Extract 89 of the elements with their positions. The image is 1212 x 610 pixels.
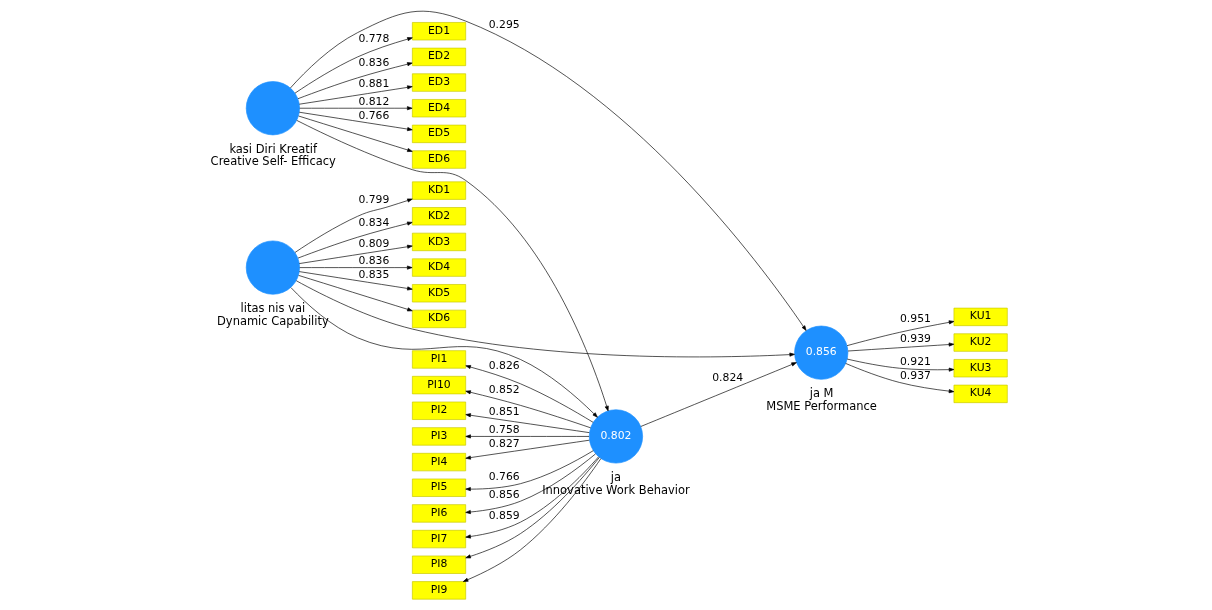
arrow xyxy=(847,342,954,352)
arrow xyxy=(297,115,413,152)
node-label: ja M xyxy=(809,385,833,400)
arrow xyxy=(294,37,413,94)
edge-label: 0.778 xyxy=(357,31,389,45)
arrow xyxy=(465,365,593,423)
node-label: litas nis vai xyxy=(240,300,305,315)
node-box: KU3 xyxy=(953,359,1008,378)
edge-label: 0.859 xyxy=(488,508,520,522)
arrow xyxy=(298,271,413,291)
node-box: ED6 xyxy=(411,150,466,169)
arrow xyxy=(298,85,413,105)
arrow xyxy=(464,439,590,460)
edge-label: 0.826 xyxy=(488,358,520,372)
node-circle xyxy=(245,240,300,295)
arrow xyxy=(846,320,954,346)
node-box: PI4 xyxy=(411,452,466,472)
edge-label: 0.951 xyxy=(899,312,931,326)
arrow xyxy=(289,10,806,331)
node-box: PI2 xyxy=(411,401,466,420)
node-label: ja xyxy=(610,469,621,484)
node-box: KD6 xyxy=(411,309,466,329)
node-box: PI1 xyxy=(411,350,466,369)
arrow xyxy=(297,62,413,100)
node-box: PI9 xyxy=(411,581,466,600)
arrow xyxy=(462,458,601,582)
arrow xyxy=(295,120,609,412)
node-box: ED1 xyxy=(411,22,466,41)
edge-label: 0.836 xyxy=(357,254,389,268)
node-box: KU2 xyxy=(953,333,1008,352)
arrow xyxy=(640,362,797,427)
edge-label: 0.856 xyxy=(488,487,520,501)
arrow xyxy=(297,221,413,259)
arrow xyxy=(464,456,599,539)
edge-label: 0.835 xyxy=(357,268,389,282)
node-box: KD2 xyxy=(411,207,466,226)
node-circle xyxy=(245,81,300,136)
node-box: ED4 xyxy=(411,99,466,118)
node-box: PI3 xyxy=(411,427,466,446)
node-label: Dynamic Capability xyxy=(216,313,329,328)
edge-label: 0.852 xyxy=(488,383,520,397)
node-box: KD4 xyxy=(411,258,466,277)
edge-label: 0.766 xyxy=(357,108,389,122)
node-box: PI6 xyxy=(411,504,466,523)
node-box: PI5 xyxy=(411,478,466,497)
arrow xyxy=(298,244,413,264)
node-box: ED3 xyxy=(411,73,466,92)
edge-label: 0.827 xyxy=(488,437,520,451)
node-box: KU4 xyxy=(953,384,1008,403)
node-box: PI10 xyxy=(411,376,466,395)
edge-label: 0.758 xyxy=(488,422,520,436)
node-box: ED2 xyxy=(411,47,466,67)
arrow xyxy=(294,198,413,253)
arrow xyxy=(298,106,412,111)
edge-label: 0.939 xyxy=(899,331,931,345)
edge-label: 0.824 xyxy=(711,370,743,384)
node-label: Creative Self- Efficacy xyxy=(210,154,336,169)
node-box: PI8 xyxy=(411,555,466,574)
edge-label: 0.295 xyxy=(488,17,520,31)
edge-label: 0.799 xyxy=(357,192,389,206)
arrow xyxy=(464,413,590,433)
arrow xyxy=(464,457,600,559)
edge-label: 0.921 xyxy=(899,354,931,368)
arrow xyxy=(295,280,795,358)
arrow xyxy=(464,434,589,439)
node-box: PI7 xyxy=(411,529,466,549)
node-box: KD1 xyxy=(411,181,466,200)
node-label: kasi Diri Kreatif xyxy=(228,141,317,156)
arrow xyxy=(297,275,413,312)
edge-label: 0.851 xyxy=(488,404,520,418)
edge-label: 0.766 xyxy=(488,470,520,484)
edge-label: 0.809 xyxy=(357,236,389,250)
arrow xyxy=(464,453,596,514)
edge-label: 0.937 xyxy=(899,368,931,382)
arrow xyxy=(298,265,412,270)
edge-label: 0.834 xyxy=(357,215,389,229)
arrow xyxy=(464,450,594,492)
arrow xyxy=(464,390,591,429)
node-box: KD5 xyxy=(411,284,466,303)
arrow xyxy=(846,358,954,372)
node-box: KD3 xyxy=(411,232,466,252)
node-box: ED5 xyxy=(411,124,466,143)
arrow xyxy=(844,363,954,394)
edge-label: 0.812 xyxy=(357,94,389,108)
node-box: KU1 xyxy=(953,307,1008,326)
arrow xyxy=(290,287,598,418)
edge-label: 0.836 xyxy=(357,56,389,70)
edge-label: 0.881 xyxy=(357,77,389,91)
arrow xyxy=(298,111,413,132)
